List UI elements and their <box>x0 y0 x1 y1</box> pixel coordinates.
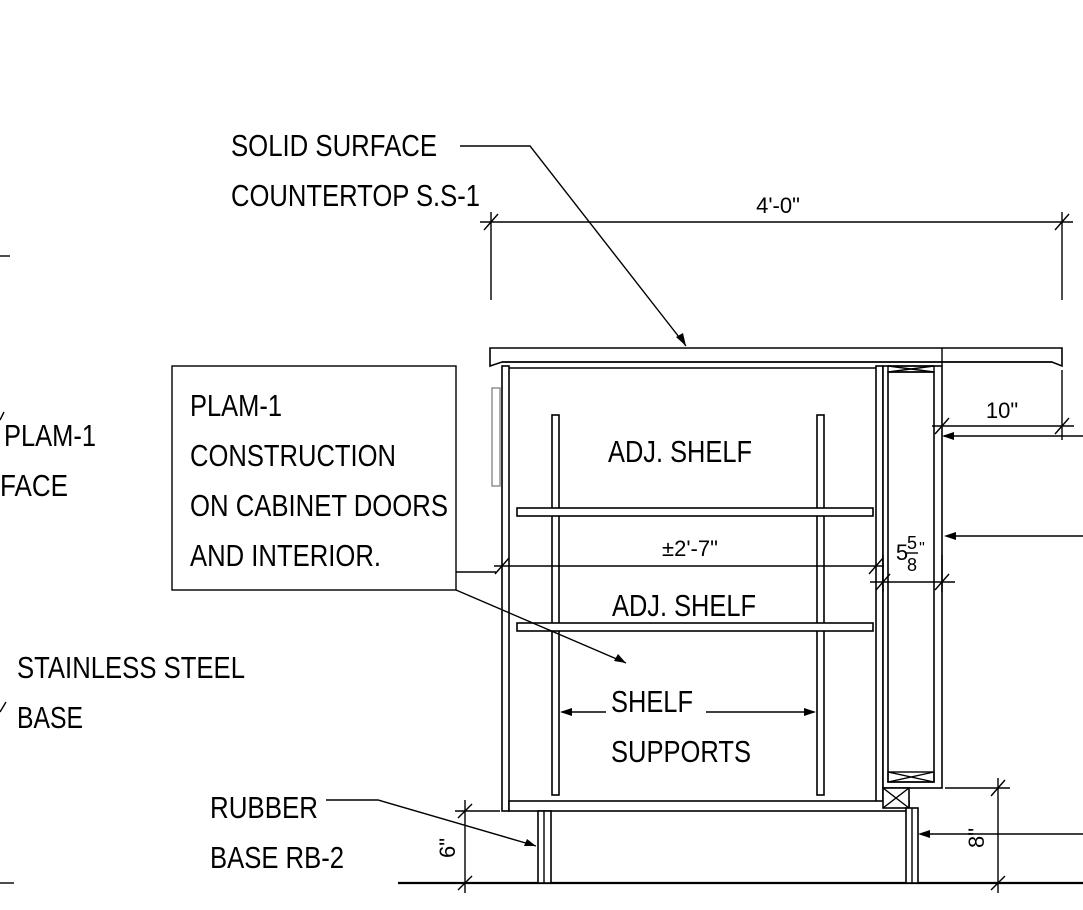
upper-shelf <box>516 507 874 517</box>
svg-text:8: 8 <box>907 555 917 575</box>
dimension-overall-width <box>480 212 1073 300</box>
svg-text:CONSTRUCTION: CONSTRUCTION <box>190 438 396 473</box>
shelf-supports-note: SHELF SUPPORTS <box>611 684 751 769</box>
stainless-steel-note: STAINLESS STEEL BASE <box>17 650 245 735</box>
svg-text:": " <box>919 540 925 557</box>
right-side-panel <box>882 365 943 809</box>
svg-text:STAINLESS STEEL: STAINLESS STEEL <box>17 650 245 685</box>
svg-text:5: 5 <box>907 533 917 553</box>
upper-shelf-label: ADJ. SHELF <box>608 434 752 469</box>
base-legs <box>537 807 919 884</box>
rubber-base-note: RUBBER BASE RB-2 <box>210 790 344 875</box>
svg-text:SOLID SURFACE: SOLID SURFACE <box>231 128 437 163</box>
svg-text:5: 5 <box>896 540 908 565</box>
svg-text:BASE: BASE <box>17 700 83 735</box>
countertop <box>489 347 1063 368</box>
side-panel-fraction-label: 5 5 8 " <box>896 533 925 575</box>
stainless-leader <box>0 701 7 713</box>
left-plam-leader <box>0 411 5 421</box>
svg-text:FACE: FACE <box>0 468 68 503</box>
shelf-standard-right <box>816 414 825 796</box>
shelf-supports-leaders <box>560 708 816 716</box>
svg-text:AND INTERIOR.: AND INTERIOR. <box>190 538 381 573</box>
overhang-label: 10" <box>986 398 1018 423</box>
rubber-base-leader <box>326 799 537 847</box>
svg-text:ON CABINET DOORS: ON CABINET DOORS <box>190 488 448 523</box>
shelf-standard-left <box>551 414 560 796</box>
base-right-label: 8" <box>964 828 989 848</box>
svg-text:PLAM-1: PLAM-1 <box>4 418 96 453</box>
dimension-overhang <box>932 370 1083 440</box>
plam-supports-leader <box>455 589 627 664</box>
dimension-interior-width <box>494 555 955 592</box>
dimension-base-left <box>455 800 500 893</box>
plam-construction-note: PLAM-1 CONSTRUCTION ON CABINET DOORS AND… <box>190 388 448 573</box>
svg-text:RUBBER: RUBBER <box>210 790 318 825</box>
interior-width-label: ±2'-7" <box>662 536 718 561</box>
overall-width-label: 4'-0" <box>756 193 800 218</box>
svg-text:SUPPORTS: SUPPORTS <box>611 734 751 769</box>
svg-text:COUNTERTOP S.S-1: COUNTERTOP S.S-1 <box>231 178 480 213</box>
lower-shelf <box>516 622 874 632</box>
left-plam-note: PLAM-1 FACE <box>0 418 96 503</box>
countertop-note: SOLID SURFACE COUNTERTOP S.S-1 <box>231 128 480 213</box>
countertop-leader <box>460 145 687 347</box>
svg-text:BASE RB-2: BASE RB-2 <box>210 840 344 875</box>
svg-text:SHELF: SHELF <box>611 684 693 719</box>
dimension-base-right <box>918 778 1083 893</box>
plam-note-box <box>171 365 457 591</box>
lower-shelf-label: ADJ. SHELF <box>612 588 756 623</box>
svg-text:PLAM-1: PLAM-1 <box>190 388 282 423</box>
base-left-label: 6" <box>435 838 460 858</box>
